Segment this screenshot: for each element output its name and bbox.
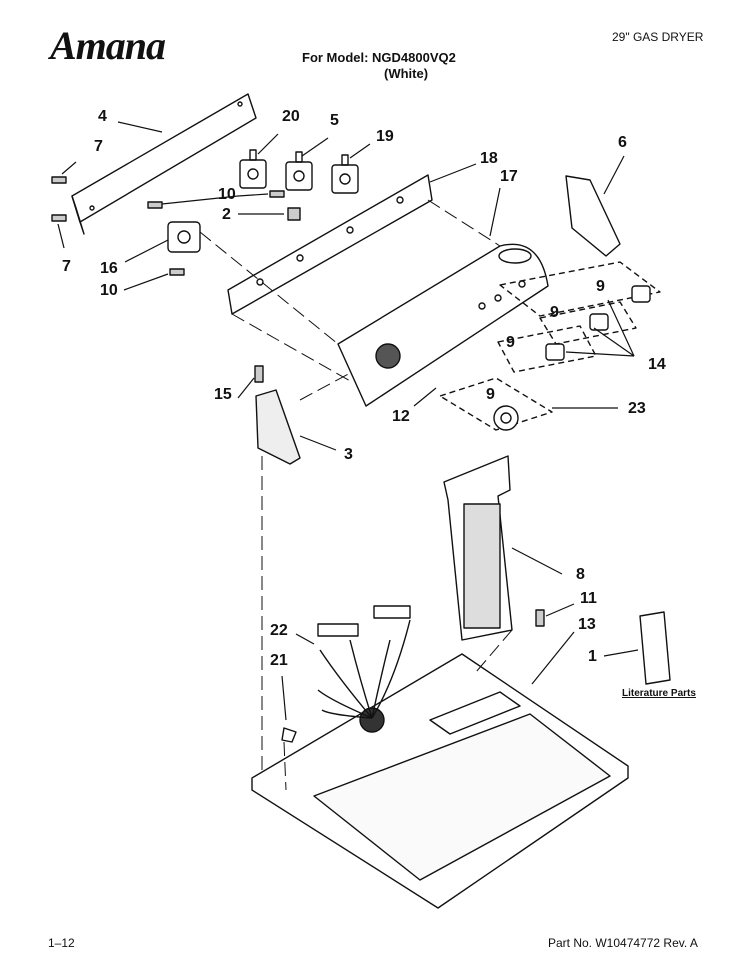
callout-16: 16 — [100, 260, 118, 277]
callout-7-lower: 7 — [62, 258, 71, 275]
part-screw-10c — [169, 268, 185, 276]
callout-12: 12 — [392, 408, 410, 425]
part-number: Part No. W10474772 Rev. A — [548, 936, 698, 950]
model-line: For Model: NGD4800VQ2 — [302, 50, 456, 65]
callout-9-bottom: 9 — [486, 386, 495, 403]
callout-23: 23 — [628, 400, 646, 417]
literature-parts-label: Literature Parts — [622, 688, 696, 699]
callout-17: 17 — [500, 168, 518, 185]
callout-11: 11 — [580, 590, 597, 607]
callout-14: 14 — [648, 356, 666, 373]
callout-10-upper: 10 — [218, 186, 236, 203]
callout-6: 6 — [618, 134, 627, 151]
part-wire-harness-22 — [317, 605, 411, 719]
part-mounting-bracket-18 — [227, 174, 433, 315]
part-rear-bracket — [71, 93, 257, 235]
knob-23 — [493, 405, 519, 431]
model-heading: For Model: NGD4800VQ2 (White) — [302, 50, 456, 82]
part-control-panel-17 — [337, 243, 549, 407]
callout-20: 20 — [282, 108, 300, 125]
part-switch-5 — [285, 151, 313, 191]
part-lint-screen-8 — [443, 455, 513, 641]
callout-3: 3 — [344, 446, 353, 463]
brand-logo: Amana — [50, 23, 166, 68]
assembly-lines — [199, 199, 513, 791]
callout-18: 18 — [480, 150, 498, 167]
callout-9-top: 9 — [596, 278, 605, 295]
part-switch-19 — [331, 154, 359, 194]
callout-21: 21 — [270, 652, 288, 669]
part-screw-10b — [269, 190, 285, 198]
color-line: (White) — [384, 66, 429, 81]
part-clip-21 — [281, 727, 297, 743]
callout-4: 4 — [98, 108, 107, 125]
callout-13: 13 — [578, 616, 596, 633]
knobs-14 — [545, 285, 651, 361]
part-side-panel-3 — [255, 389, 301, 465]
part-screws-7 — [51, 176, 67, 222]
product-type: 29" GAS DRYER — [612, 30, 704, 44]
callout-8: 8 — [576, 566, 585, 583]
callout-5: 5 — [330, 112, 339, 129]
part-switch-20 — [239, 149, 267, 189]
page-number: 1–12 — [48, 936, 75, 950]
part-literature-1 — [639, 611, 671, 685]
callout-15: 15 — [214, 386, 232, 403]
part-screw-11 — [535, 609, 545, 627]
callout-22: 22 — [270, 622, 288, 639]
leader-lines — [57, 121, 639, 721]
callout-2: 2 — [222, 206, 231, 223]
callout-9-mid: 9 — [550, 304, 559, 321]
knob-groups — [439, 261, 661, 431]
callout-9-low: 9 — [506, 334, 515, 351]
callout-7-upper: 7 — [94, 138, 103, 155]
part-screw-10a — [147, 201, 163, 209]
part-screw-15 — [254, 365, 264, 383]
callout-19: 19 — [376, 128, 394, 145]
part-top-panel-13 — [251, 653, 629, 909]
part-clip-2 — [287, 207, 301, 221]
part-end-cap-6 — [565, 175, 621, 257]
callout-1: 1 — [588, 648, 597, 665]
callout-10-lower: 10 — [100, 282, 118, 299]
part-timer-16 — [167, 221, 201, 253]
